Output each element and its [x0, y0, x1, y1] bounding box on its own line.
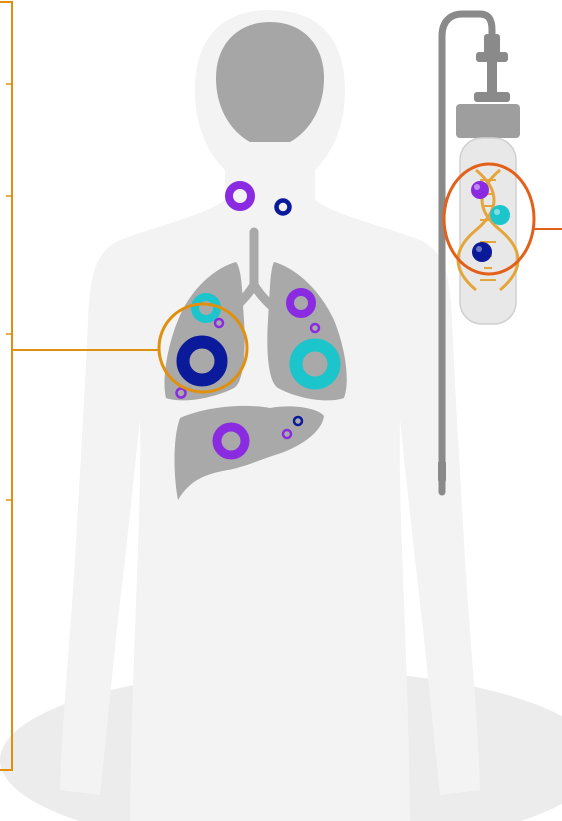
dna-fragment-purple: [471, 181, 489, 199]
head-icon: [216, 22, 324, 142]
dna-fragment-teal: [490, 205, 510, 225]
tube-cap: [456, 104, 520, 138]
tube-connector-base: [474, 92, 510, 102]
tube-connector-stem: [487, 60, 497, 94]
dna-fragment-navy-shine: [476, 246, 482, 252]
tube-body: [460, 138, 516, 324]
dna-fragment-teal-shine: [494, 209, 500, 215]
dna-fragment-purple-shine: [474, 184, 480, 190]
dna-fragment-navy: [472, 242, 492, 262]
tube-connector-top: [484, 34, 500, 54]
